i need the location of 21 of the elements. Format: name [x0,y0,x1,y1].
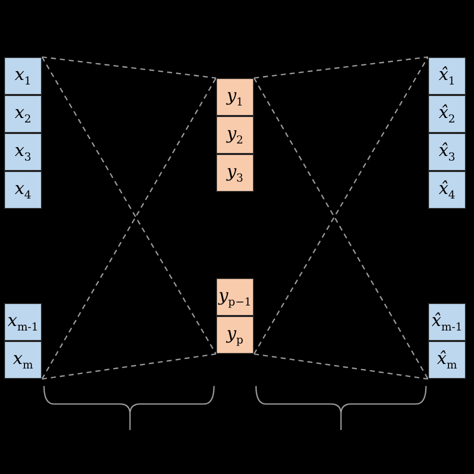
input-unit-box: x$_{1}$ [4,57,42,95]
dashed-connector [254,353,428,380]
input-unit-box: x$_{4}$ [4,171,42,209]
input-unit-box: x̂$_{m-1}$ [428,303,466,341]
latent-unit-box: y$_{1}$ [216,78,254,116]
input-unit-box: x̂$_{2}$ [428,95,466,133]
dashed-connector [254,56,428,79]
input-unit-box: x$_{m}$ [4,341,42,379]
dashed-connector [42,56,216,79]
input-unit-box: x̂$_{1}$ [428,57,466,95]
input-unit-box: x$_{3}$ [4,133,42,171]
latent-unit-box: y$_{2}$ [216,116,254,154]
input-unit-box: x$_{m-1}$ [4,303,42,341]
input-unit-box: x̂$_{m}$ [428,341,466,379]
input-unit-box: x̂$_{3}$ [428,133,466,171]
input-unit-box: x$_{2}$ [4,95,42,133]
input-unit-box: x̂$_{4}$ [428,171,466,209]
dashed-connector [42,353,216,380]
latent-unit-box: y$_{p−1}$ [216,278,254,316]
latent-unit-box: y$_{p}$ [216,316,254,354]
latent-unit-box: y$_{3}$ [216,154,254,192]
